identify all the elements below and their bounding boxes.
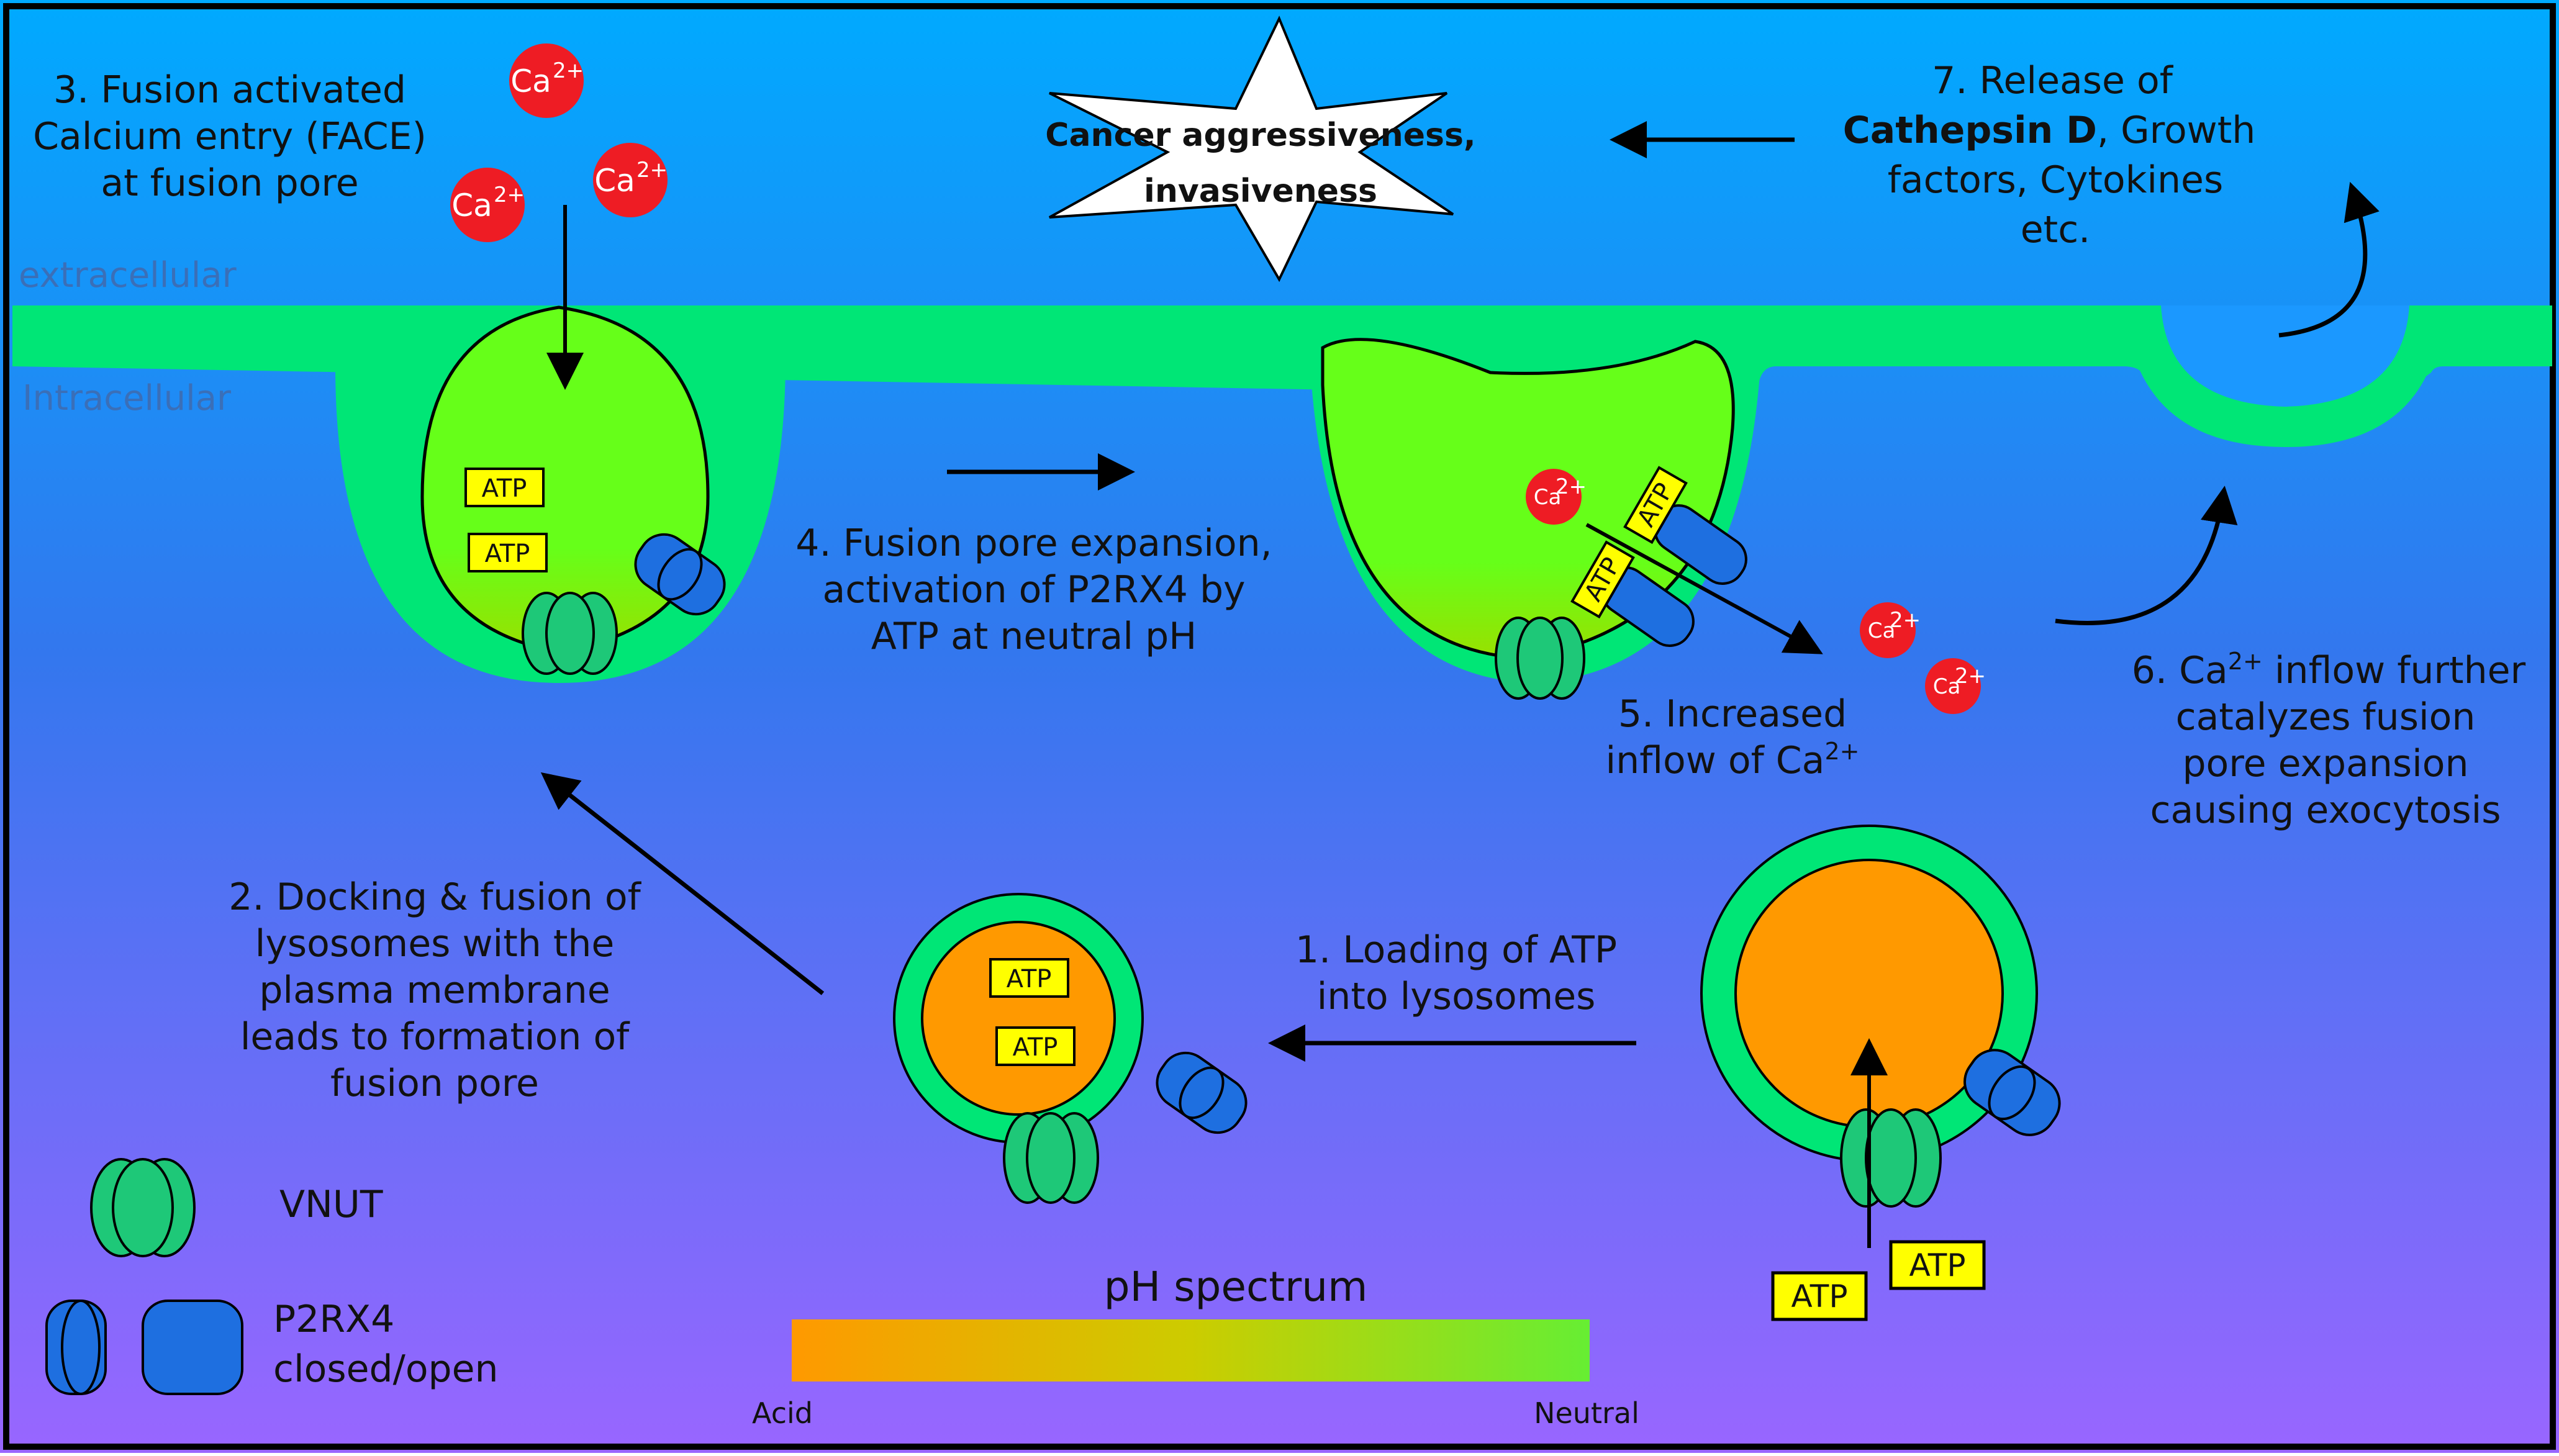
svg-text:ATP: ATP: [1013, 1033, 1058, 1062]
legend-p2rx4-closed-icon: [45, 1300, 107, 1395]
step5-text: 5. Increased inflow of Ca2+: [1606, 692, 1860, 782]
exocytosis-pit-clear: [2161, 305, 2409, 407]
step7-text: 7. Release of Cathepsin D, Growth factor…: [1843, 59, 2256, 251]
svg-text:2+: 2+: [636, 158, 668, 183]
vnut-channel: [522, 592, 618, 675]
vnut-channel: [1840, 1108, 1942, 1208]
calcium-ion: Ca 2+: [1860, 602, 1921, 658]
legend-vnut-label: VNUT: [279, 1183, 383, 1226]
svg-text:Ca: Ca: [1534, 485, 1562, 510]
svg-text:1. Loading of ATP: 1. Loading of ATP: [1295, 928, 1617, 972]
legend-p2rx4-state: closed/open: [273, 1347, 499, 1391]
svg-text:2+: 2+: [494, 183, 525, 207]
calcium-ion: Ca 2+: [1526, 469, 1587, 525]
ph-spectrum-title: pH spectrum: [1104, 1263, 1368, 1311]
calcium-ion: Ca 2+: [593, 143, 668, 217]
svg-text:Cathepsin D, Growth: Cathepsin D, Growth: [1843, 109, 2256, 152]
svg-text:4. Fusion pore expansion,: 4. Fusion pore expansion,: [795, 522, 1272, 565]
p2rx4-channel: [1963, 1049, 2061, 1136]
step3-text: 3. Fusion activated Calcium entry (FACE)…: [33, 68, 427, 205]
svg-text:2+: 2+: [1556, 474, 1587, 499]
step4-text: 4. Fusion pore expansion, activation of …: [795, 522, 1272, 658]
calcium-ion: Ca 2+: [509, 43, 584, 118]
p2rx4-channel: [634, 533, 726, 616]
svg-text:Ca: Ca: [510, 63, 551, 99]
svg-text:plasma membrane: plasma membrane: [259, 969, 610, 1012]
svg-text:ATP at neutral pH: ATP at neutral pH: [871, 615, 1197, 658]
atp-box: ATP: [989, 958, 1069, 998]
svg-text:into lysosomes: into lysosomes: [1317, 975, 1596, 1018]
svg-text:7. Release of: 7. Release of: [1932, 59, 2174, 102]
ph-acid-label: Acid: [752, 1396, 813, 1430]
atp-box: ATP: [995, 1026, 1076, 1066]
p2rx4-channel: [1156, 1051, 1248, 1134]
svg-text:2. Docking & fusion of: 2. Docking & fusion of: [229, 875, 641, 919]
svg-text:activation of P2RX4 by: activation of P2RX4 by: [822, 568, 1245, 612]
cancer-star: [1049, 16, 1454, 283]
calcium-ion: Ca 2+: [450, 168, 525, 242]
star-line2: invasiveness: [1144, 173, 1377, 210]
svg-text:Ca: Ca: [1868, 618, 1896, 643]
svg-text:2+: 2+: [1955, 664, 1986, 689]
svg-text:ATP: ATP: [485, 540, 530, 568]
step6-text: 6. Ca2+ inflow further catalyzes fusion …: [2132, 648, 2526, 832]
svg-text:inflow of Ca2+: inflow of Ca2+: [1606, 738, 1860, 782]
atp-box: ATP: [468, 533, 548, 572]
step2-text: 2. Docking & fusion of lysosomes with th…: [229, 875, 641, 1105]
svg-text:5. Increased: 5. Increased: [1618, 692, 1847, 736]
star-line1: Cancer aggressiveness,: [1045, 117, 1475, 154]
svg-text:6. Ca2+ inflow further: 6. Ca2+ inflow further: [2132, 648, 2526, 692]
svg-text:ATP: ATP: [1007, 965, 1052, 993]
svg-text:Ca: Ca: [451, 188, 492, 224]
vnut-channel: [1495, 617, 1585, 700]
atp-box: ATP: [464, 468, 545, 507]
frame: [3, 3, 2556, 1450]
svg-text:Ca: Ca: [594, 163, 635, 199]
svg-text:leads to formation of: leads to formation of: [240, 1015, 630, 1059]
exocytosis-pit: [2124, 305, 2444, 447]
ph-spectrum-bar: [792, 1319, 1590, 1381]
docking-arrow: [540, 772, 825, 995]
svg-text:Calcium entry (FACE): Calcium entry (FACE): [33, 115, 427, 158]
atp-box: ATP: [1889, 1240, 1986, 1290]
svg-text:3. Fusion activated: 3. Fusion activated: [53, 68, 406, 112]
step1-text: 1. Loading of ATP into lysosomes: [1295, 928, 1617, 1018]
lysosome-loaded-lumen: [921, 921, 1116, 1116]
legend-p2rx4-open-icon: [142, 1300, 243, 1395]
intracellular-label: Intracellular: [22, 378, 232, 418]
legend-p2rx4-label: P2RX4: [273, 1298, 394, 1341]
svg-text:factors, Cytokines: factors, Cytokines: [1888, 158, 2223, 202]
svg-text:ATP: ATP: [482, 474, 527, 503]
svg-text:ATP: ATP: [1909, 1247, 1965, 1283]
svg-text:pore expansion: pore expansion: [2182, 742, 2468, 785]
legend-vnut-icon: [90, 1158, 196, 1257]
calcium-inflow-arrow: [1585, 523, 1823, 654]
svg-text:lysosomes with the: lysosomes with the: [255, 922, 615, 965]
svg-text:causing exocytosis: causing exocytosis: [2150, 789, 2501, 832]
extracellular-label: extracellular: [19, 255, 237, 296]
svg-text:at fusion pore: at fusion pore: [101, 161, 358, 205]
calcium-ion: Ca 2+: [1925, 658, 1986, 714]
catalysis-arrow: [2055, 486, 2238, 625]
release-arrow: [2278, 181, 2380, 338]
svg-text:fusion pore: fusion pore: [330, 1062, 539, 1105]
atp-box: ATP: [1771, 1271, 1868, 1321]
vnut-channel: [1003, 1112, 1099, 1204]
svg-text:Ca: Ca: [1933, 674, 1961, 699]
svg-text:etc.: etc.: [2021, 208, 2091, 251]
svg-text:catalyzes fusion: catalyzes fusion: [2176, 695, 2476, 739]
svg-text:2+: 2+: [1890, 608, 1921, 633]
svg-text:ATP: ATP: [1791, 1278, 1847, 1314]
svg-text:2+: 2+: [553, 58, 584, 83]
ph-neutral-label: Neutral: [1534, 1396, 1639, 1430]
